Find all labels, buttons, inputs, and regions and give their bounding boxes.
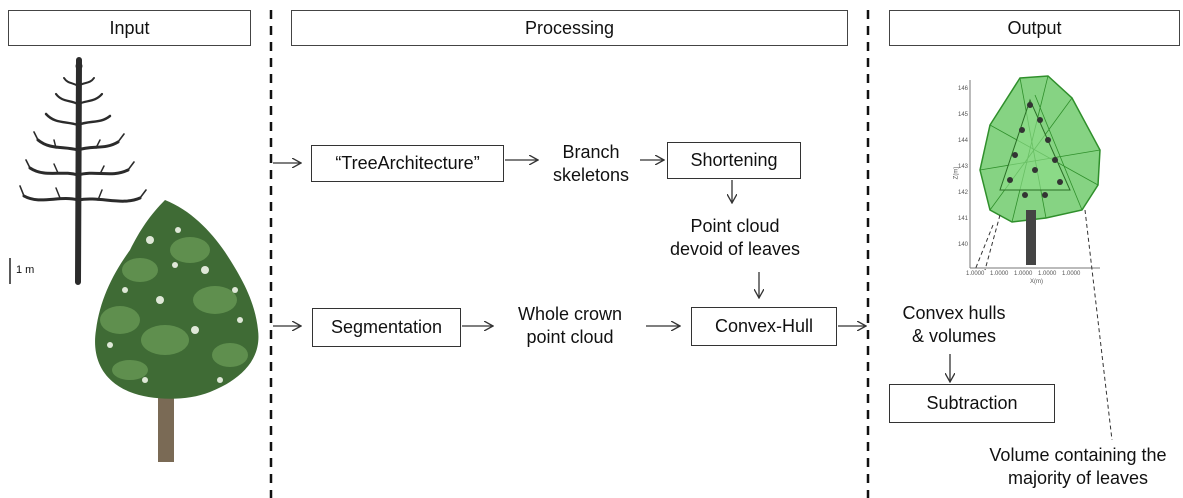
processing-header: Processing: [291, 10, 848, 46]
plot-y-tick-label: 143: [958, 164, 969, 170]
whole-crown-line2: point cloud: [526, 327, 614, 347]
plot-y-tick-label: 144: [958, 138, 969, 144]
convex-hulls-volumes-text: Convex hulls & volumes: [889, 302, 1019, 348]
plot-x-tick-label: 1.0000: [966, 271, 985, 277]
output-header: Output: [889, 10, 1180, 46]
point-cloud-line1: Point cloud: [690, 216, 780, 236]
plot-y-axis-label: Z(m): [953, 166, 960, 180]
point-cloud-leafless-text: Point cloud devoid of leaves: [650, 215, 820, 261]
treearchitecture-box: “TreeArchitecture”: [311, 145, 504, 182]
plot-y-tick-label: 145: [958, 112, 969, 118]
plot-x-tick-label: 1.0000: [1038, 271, 1057, 277]
point-cloud-line2: devoid of leaves: [669, 239, 801, 259]
convex-hulls-line2: & volumes: [911, 326, 997, 346]
branch-skeletons-line1: Branch: [562, 142, 620, 162]
segmentation-box: Segmentation: [312, 308, 461, 347]
plot-y-tick-label: 140: [958, 242, 969, 248]
plot-y-tick-label: 142: [958, 190, 969, 196]
scale-label: 1 m: [16, 264, 35, 276]
whole-crown-line1: Whole crown: [517, 304, 623, 324]
convex-hull-box: Convex-Hull: [691, 307, 837, 346]
input-header: Input: [8, 10, 251, 46]
leafy-tree-image: [95, 200, 259, 462]
leafless-tree-image: [19, 57, 147, 285]
plot-y-tick-label: 146: [958, 86, 969, 92]
branch-skeletons-line2: skeletons: [552, 165, 630, 185]
volume-line1: Volume containing the: [989, 445, 1167, 465]
subtraction-box: Subtraction: [889, 384, 1055, 423]
whole-crown-text: Whole crown point cloud: [500, 303, 640, 349]
plot-x-tick-label: 1.0000: [990, 271, 1009, 277]
branch-skeletons-text: Branch skeletons: [536, 141, 646, 187]
plot-y-tick-label: 141: [958, 216, 969, 222]
plot-x-axis-label: X(m): [1030, 279, 1043, 285]
volume-leaves-text: Volume containing the majority of leaves: [978, 444, 1178, 490]
plot-x-tick-label: 1.0000: [1062, 271, 1081, 277]
shortening-box: Shortening: [667, 142, 801, 179]
volume-line2: majority of leaves: [1007, 468, 1149, 488]
convex-hull-plot: [969, 75, 1113, 441]
convex-hulls-line1: Convex hulls: [902, 303, 1006, 323]
plot-x-tick-label: 1.0000: [1014, 271, 1033, 277]
